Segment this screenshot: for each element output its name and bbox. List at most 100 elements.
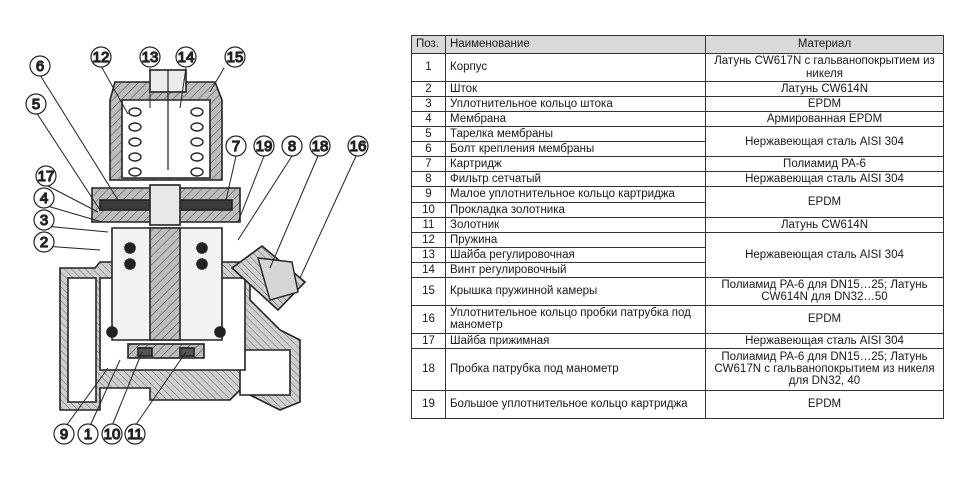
row-material: Нержавеющая сталь AISI 304 <box>705 171 944 188</box>
row-pos: 1 <box>411 53 446 82</box>
row-name: Шайба прижимная <box>445 332 706 349</box>
callout-17: 17 <box>35 165 57 187</box>
row-material: Нержавеющая сталь AISI 304 <box>705 332 944 349</box>
cartridge <box>106 227 226 359</box>
callout-9: 9 <box>53 423 75 445</box>
callout-13: 13 <box>139 46 161 68</box>
row-pos: 10 <box>411 201 446 218</box>
row-name: Крышка пружинной камеры <box>445 276 706 306</box>
table-row: 12 Пружина Нержавеющая сталь AISI 304 <box>411 231 944 278</box>
callout-15: 15 <box>224 46 246 68</box>
row-name: Малое уплотнительное кольцо картриджа <box>445 186 706 203</box>
row-material: Армированная EPDM <box>705 111 944 128</box>
row-material: EPDM <box>705 186 944 218</box>
table-row: 10 Прокладка золотника <box>411 201 944 218</box>
row-pos: 18 <box>411 347 446 391</box>
callout-15-label: 15 <box>227 49 244 66</box>
table-row: 2 Шток Латунь CW614N <box>411 80 944 98</box>
row-pos: 16 <box>411 304 446 334</box>
table-row: 15 Крышка пружинной камеры Полиамид PA-6… <box>411 276 944 306</box>
row-material: Латунь CW617N с гальванопокрытием из ник… <box>705 53 944 82</box>
row-name: Тарелка мембраны <box>445 126 706 143</box>
callout-11-label: 11 <box>127 426 143 443</box>
row-name: Прокладка золотника <box>445 201 706 218</box>
row-pos: 13 <box>411 246 446 263</box>
header-name: Наименование <box>445 35 706 54</box>
table-row: 18 Пробка патрубка под манометр Полиамид… <box>411 347 944 391</box>
callout-19-label: 19 <box>256 138 273 155</box>
row-name: Пружина <box>445 231 706 248</box>
diaphragm-assembly <box>91 184 241 226</box>
table-row: 16 Уплотнительное кольцо пробки патрубка… <box>411 304 944 334</box>
row-pos: 14 <box>411 261 446 278</box>
row-material: EPDM <box>705 96 944 113</box>
callout-8-label: 8 <box>288 138 296 155</box>
callout-3-label: 3 <box>40 212 48 229</box>
row-name: Болт крепления мембраны <box>445 141 706 158</box>
row-name: Пробка патрубка под манометр <box>445 347 706 391</box>
row-pos: 7 <box>411 156 446 173</box>
row-material: Латунь CW614N <box>705 80 944 98</box>
callout-3: 3 <box>33 209 55 231</box>
callout-18-label: 18 <box>312 138 329 155</box>
callouts: 6 5 17 4 3 2 12 13 14 15 7 19 8 18 16 9 … <box>25 46 369 445</box>
row-pos: 15 <box>411 276 446 306</box>
callout-4-label: 4 <box>40 190 48 207</box>
callout-1: 1 <box>77 423 99 445</box>
callout-1-label: 1 <box>84 426 92 443</box>
row-material: Латунь CW614N <box>705 216 944 233</box>
row-material: Полиамид PA-6 <box>705 156 944 173</box>
row-material: Нержавеющая сталь AISI 304 <box>705 231 944 278</box>
row-name: Винт регулировочный <box>445 261 706 278</box>
parts-specification-table: Поз. Наименование Материал 1 Корпус Лату… <box>411 35 944 419</box>
callout-2: 2 <box>33 231 55 253</box>
row-pos: 17 <box>411 332 446 349</box>
callout-7: 7 <box>225 135 247 157</box>
row-material: Нержавеющая сталь AISI 304 <box>705 126 944 158</box>
row-material: Полиамид PA-6 для DN15…25; Латунь CW614N… <box>705 276 944 306</box>
row-pos: 3 <box>411 96 446 113</box>
callout-8: 8 <box>281 135 303 157</box>
row-material: Полиамид PA-6 для DN15…25; Латунь CW617N… <box>705 347 944 391</box>
row-name: Корпус <box>445 53 706 82</box>
callout-2-label: 2 <box>40 234 48 251</box>
header-pos: Поз. <box>411 35 446 54</box>
callout-5-label: 5 <box>32 96 40 113</box>
row-name: Картридж <box>445 156 706 173</box>
callout-14: 14 <box>175 46 197 68</box>
row-pos: 12 <box>411 231 446 248</box>
table-row: 11 Золотник Латунь CW614N <box>411 216 944 233</box>
callout-16: 16 <box>347 135 369 157</box>
callout-14-label: 14 <box>178 49 195 66</box>
callout-18: 18 <box>309 135 331 157</box>
callout-11: 11 <box>124 423 146 445</box>
callout-7-label: 7 <box>232 138 240 155</box>
table-row: 14 Винт регулировочный <box>411 261 944 278</box>
table-row: 8 Фильтр сетчатый Нержавеющая сталь AISI… <box>411 171 944 188</box>
callout-6-label: 6 <box>36 58 44 75</box>
callout-9-label: 9 <box>60 426 68 443</box>
row-name: Фильтр сетчатый <box>445 171 706 188</box>
row-name: Шайба регулировочная <box>445 246 706 263</box>
callout-10-label: 10 <box>104 426 121 443</box>
row-name: Уплотнительное кольцо пробки патрубка по… <box>445 304 706 334</box>
callout-12-label: 12 <box>93 49 110 66</box>
callout-19: 19 <box>253 135 275 157</box>
table-row: 4 Мембрана Армированная EPDM <box>411 111 944 128</box>
table-row: 5 Тарелка мембраны Нержавеющая сталь AIS… <box>411 126 944 158</box>
callout-5: 5 <box>25 93 47 115</box>
table-header-row: Поз. Наименование Материал <box>411 35 944 54</box>
row-pos: 9 <box>411 186 446 203</box>
callout-13-label: 13 <box>142 49 159 66</box>
row-material: EPDM <box>705 304 944 334</box>
callout-6: 6 <box>29 55 51 77</box>
callout-17-label: 17 <box>38 168 55 185</box>
row-material: EPDM <box>705 389 944 419</box>
table-row: 3 Уплотнительное кольцо штока EPDM <box>411 96 944 113</box>
table-row: 7 Картридж Полиамид PA-6 <box>411 156 944 173</box>
leader-lines <box>35 65 357 427</box>
table-row: 17 Шайба прижимная Нержавеющая сталь AIS… <box>411 332 944 349</box>
valve-cross-section-drawing: 6 5 17 4 3 2 12 13 14 15 7 19 8 18 16 9 … <box>25 46 369 445</box>
callout-16-label: 16 <box>350 138 367 155</box>
row-name: Золотник <box>445 216 706 233</box>
